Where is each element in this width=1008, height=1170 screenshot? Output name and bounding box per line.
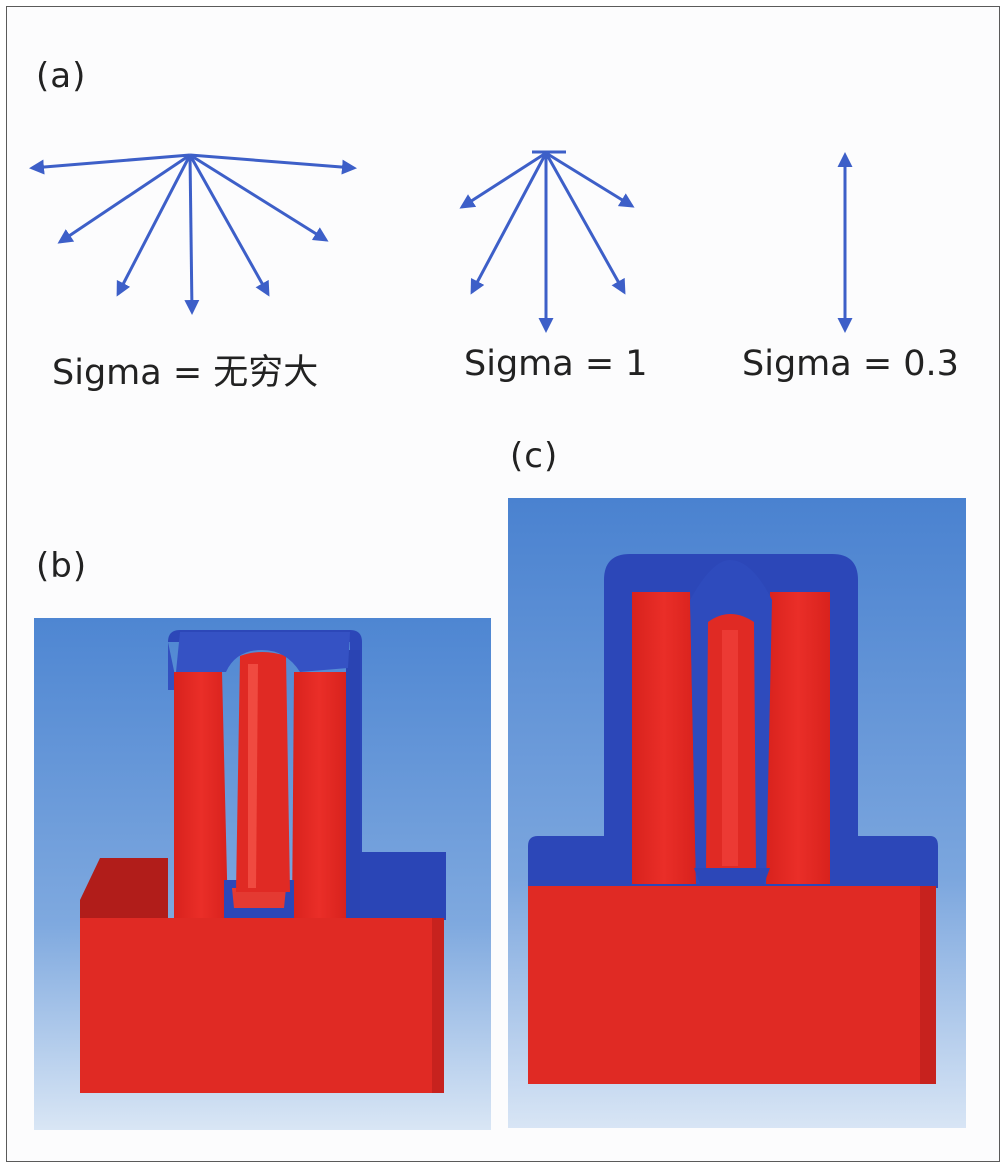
- arrow-fan-sigma-1: [459, 150, 635, 333]
- caption-sigma-0.3: Sigma = 0.3: [742, 344, 959, 384]
- caption-sigma-1: Sigma = 1: [464, 344, 648, 384]
- arrow-fan-sigma-infinite: [29, 153, 357, 315]
- panel-b-label: (b): [36, 546, 88, 586]
- caption-sigma-infinite: Sigma = 无穷大: [52, 353, 319, 393]
- panel-b-render: [34, 618, 491, 1130]
- panel-c-render: [508, 498, 966, 1128]
- panel-a-label: (a): [36, 56, 87, 96]
- panel-c-label: (c): [510, 436, 559, 476]
